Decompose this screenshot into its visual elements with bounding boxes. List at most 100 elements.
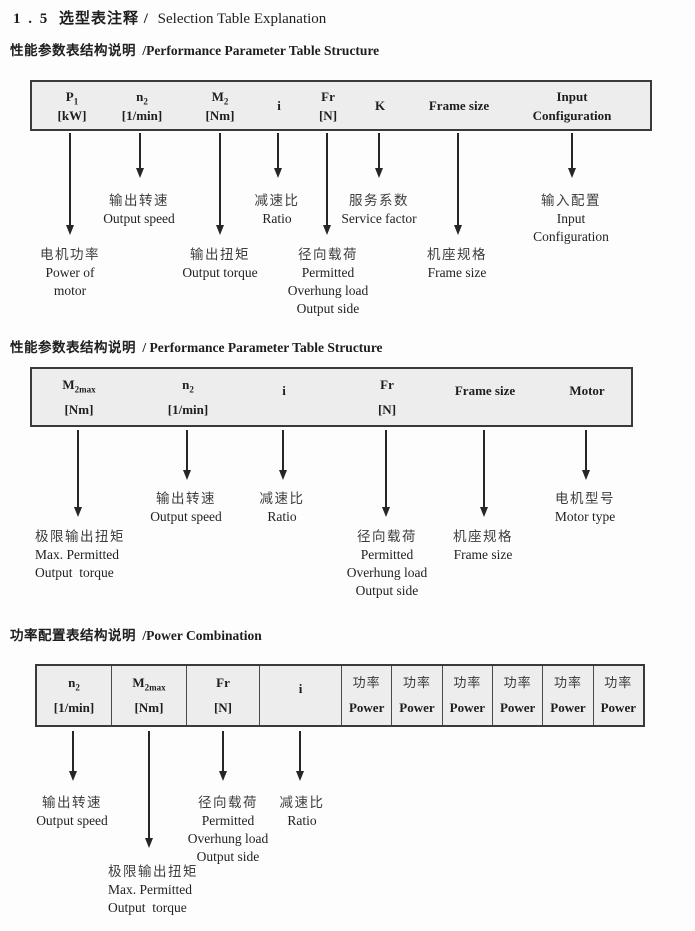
col3-power-6: 功率 Power bbox=[594, 666, 643, 725]
col3-power-6-zh: 功率 bbox=[604, 674, 633, 690]
label2-ratio: 减速比 Ratio bbox=[260, 489, 305, 526]
arrow2-fr-down bbox=[385, 430, 387, 512]
label-overhung-1-en1: Permitted bbox=[301, 265, 355, 280]
col3-fr-unit: [N] bbox=[213, 700, 233, 716]
col3-n2: n2 [1/min] bbox=[37, 666, 112, 725]
label3-output-speed: 输出转速 Output speed bbox=[36, 793, 108, 830]
col-m2-unit: [Nm] bbox=[205, 107, 235, 123]
label-overhung-1-zh: 径向载荷 bbox=[297, 247, 358, 262]
col-n2: n2 [1/min] bbox=[122, 82, 162, 129]
arrow2-m2max-down bbox=[77, 430, 79, 512]
col2-n2-symbol: n2 bbox=[182, 377, 194, 395]
label2-overhung-en3: Output side bbox=[355, 583, 419, 598]
section1-heading: 性能参数表结构说明 /Performance Parameter Table S… bbox=[10, 39, 379, 59]
col2-m2max-symbol: M2max bbox=[62, 377, 96, 395]
label3-output-speed-en: Output speed bbox=[36, 813, 108, 828]
label-output-speed-1-en: Output speed bbox=[103, 211, 175, 226]
col2-n2-unit: [1/min] bbox=[167, 402, 209, 417]
col3-power-5-zh: 功率 bbox=[553, 674, 582, 690]
label-output-speed-1-zh: 输出转速 bbox=[109, 193, 169, 208]
label-output-torque-zh: 输出扭矩 bbox=[190, 247, 250, 262]
section3-heading: 功率配置表结构说明 /Power Combination bbox=[10, 624, 262, 644]
label3-overhung-zh: 径向载荷 bbox=[197, 795, 258, 810]
label3-overhung-en3: Output side bbox=[196, 849, 260, 864]
label3-ratio-en: Ratio bbox=[287, 813, 317, 828]
col2-fr-unit: [N] bbox=[377, 402, 397, 417]
col3-power-4-zh: 功率 bbox=[503, 674, 532, 690]
col3-power-1-zh: 功率 bbox=[352, 674, 381, 690]
col2-motor-symbol: Motor bbox=[569, 383, 605, 399]
label3-max-torque-zh: 极限输出扭矩 bbox=[108, 864, 198, 879]
col3-power-2-en: Power bbox=[399, 700, 435, 716]
col-k: K bbox=[375, 82, 385, 129]
label3-ratio-zh: 减速比 bbox=[279, 795, 325, 810]
label-motor-power-en1: Power of bbox=[45, 265, 95, 280]
label-input-config-en1: Input bbox=[556, 211, 586, 226]
arrow3-n2-down bbox=[72, 731, 74, 776]
arrow2-i-down bbox=[282, 430, 284, 475]
label-overhung-1-en3: Output side bbox=[296, 301, 360, 316]
label-frame-size-1-en: Frame size bbox=[427, 265, 487, 280]
col3-fr-symbol: Fr bbox=[216, 674, 230, 690]
col3-power-3-zh: 功率 bbox=[453, 674, 482, 690]
col3-power-4-en: Power bbox=[499, 700, 536, 716]
arrow-frame-down bbox=[457, 133, 459, 230]
col-p1-unit: [kW] bbox=[57, 107, 87, 123]
arrow-n2-down bbox=[139, 133, 141, 173]
label3-overhung: 径向载荷 Permitted Overhung load Output side bbox=[188, 793, 269, 866]
label2-frame-size-zh: 机座规格 bbox=[453, 529, 513, 544]
col3-n2-symbol: n2 bbox=[68, 674, 80, 693]
col2-frame-size-symbol: Frame size bbox=[454, 383, 516, 399]
label2-frame-size: 机座规格 Frame size bbox=[453, 527, 513, 564]
label-motor-power-en2: motor bbox=[53, 283, 87, 298]
col3-power-2: 功率 Power bbox=[392, 666, 443, 725]
col2-n2: n2 [1/min] bbox=[168, 369, 208, 425]
label2-max-torque-en2: Output torque bbox=[35, 565, 114, 580]
label2-motor-type-en: Motor type bbox=[554, 509, 616, 524]
col-input-config-line2: Configuration bbox=[532, 107, 612, 123]
section3-heading-zh: 功率配置表结构说明 bbox=[10, 628, 136, 643]
col3-power-3-en: Power bbox=[449, 700, 485, 716]
label-service-factor: 服务系数 Service factor bbox=[341, 191, 416, 228]
label-ratio-1-en: Ratio bbox=[262, 211, 292, 226]
label2-motor-type: 电机型号 Motor type bbox=[555, 489, 615, 526]
arrow-i-down bbox=[277, 133, 279, 173]
arrow3-m2max-down bbox=[148, 731, 150, 843]
section3-heading-en: /Power Combination bbox=[142, 628, 262, 643]
label3-max-torque: 极限输出扭矩 Max. Permitted Output torque bbox=[108, 862, 198, 917]
col3-power-2-zh: 功率 bbox=[402, 674, 431, 690]
col3-power-5: 功率 Power bbox=[543, 666, 594, 725]
arrow-input-down bbox=[571, 133, 573, 173]
col-p1-symbol: P1 bbox=[65, 88, 79, 107]
label2-output-speed-en: Output speed bbox=[150, 509, 222, 524]
col2-i: i bbox=[282, 369, 286, 425]
label2-ratio-zh: 减速比 bbox=[259, 491, 305, 506]
col3-i-symbol: i bbox=[298, 680, 303, 696]
col3-fr: Fr [N] bbox=[187, 666, 260, 725]
label2-motor-type-zh: 电机型号 bbox=[555, 491, 615, 506]
label-motor-power-zh: 电机功率 bbox=[40, 247, 100, 262]
col2-fr-symbol: Fr bbox=[380, 377, 394, 392]
col-input-config: Input Configuration bbox=[533, 82, 612, 129]
label2-overhung-en1: Permitted bbox=[360, 547, 414, 562]
page-title-en: Selection Table Explanation bbox=[157, 11, 327, 27]
arrow2-motor-down bbox=[585, 430, 587, 475]
arrow3-i-down bbox=[299, 731, 301, 776]
label-overhung-1-en2: Overhung load bbox=[287, 283, 369, 298]
section1-heading-zh: 性能参数表结构说明 bbox=[10, 43, 136, 58]
section2-heading: 性能参数表结构说明 / Performance Parameter Table … bbox=[10, 336, 383, 356]
col-k-symbol: K bbox=[374, 98, 386, 113]
col-input-config-symbol: Input bbox=[556, 88, 588, 104]
label-input-config-zh: 输入配置 bbox=[541, 193, 601, 208]
label3-max-torque-en2: Output torque bbox=[108, 900, 187, 915]
col3-power-3: 功率 Power bbox=[443, 666, 493, 725]
col3-power-6-en: Power bbox=[600, 700, 636, 716]
col2-fr: Fr [N] bbox=[378, 369, 396, 425]
col-fr: Fr [N] bbox=[319, 82, 337, 129]
arrow-fr-down bbox=[326, 133, 328, 230]
col-frame-size-symbol: Frame size bbox=[428, 98, 490, 113]
col-i: i bbox=[277, 82, 281, 129]
arrow-k-down bbox=[378, 133, 380, 173]
col3-m2max-symbol: M2max bbox=[132, 674, 166, 693]
